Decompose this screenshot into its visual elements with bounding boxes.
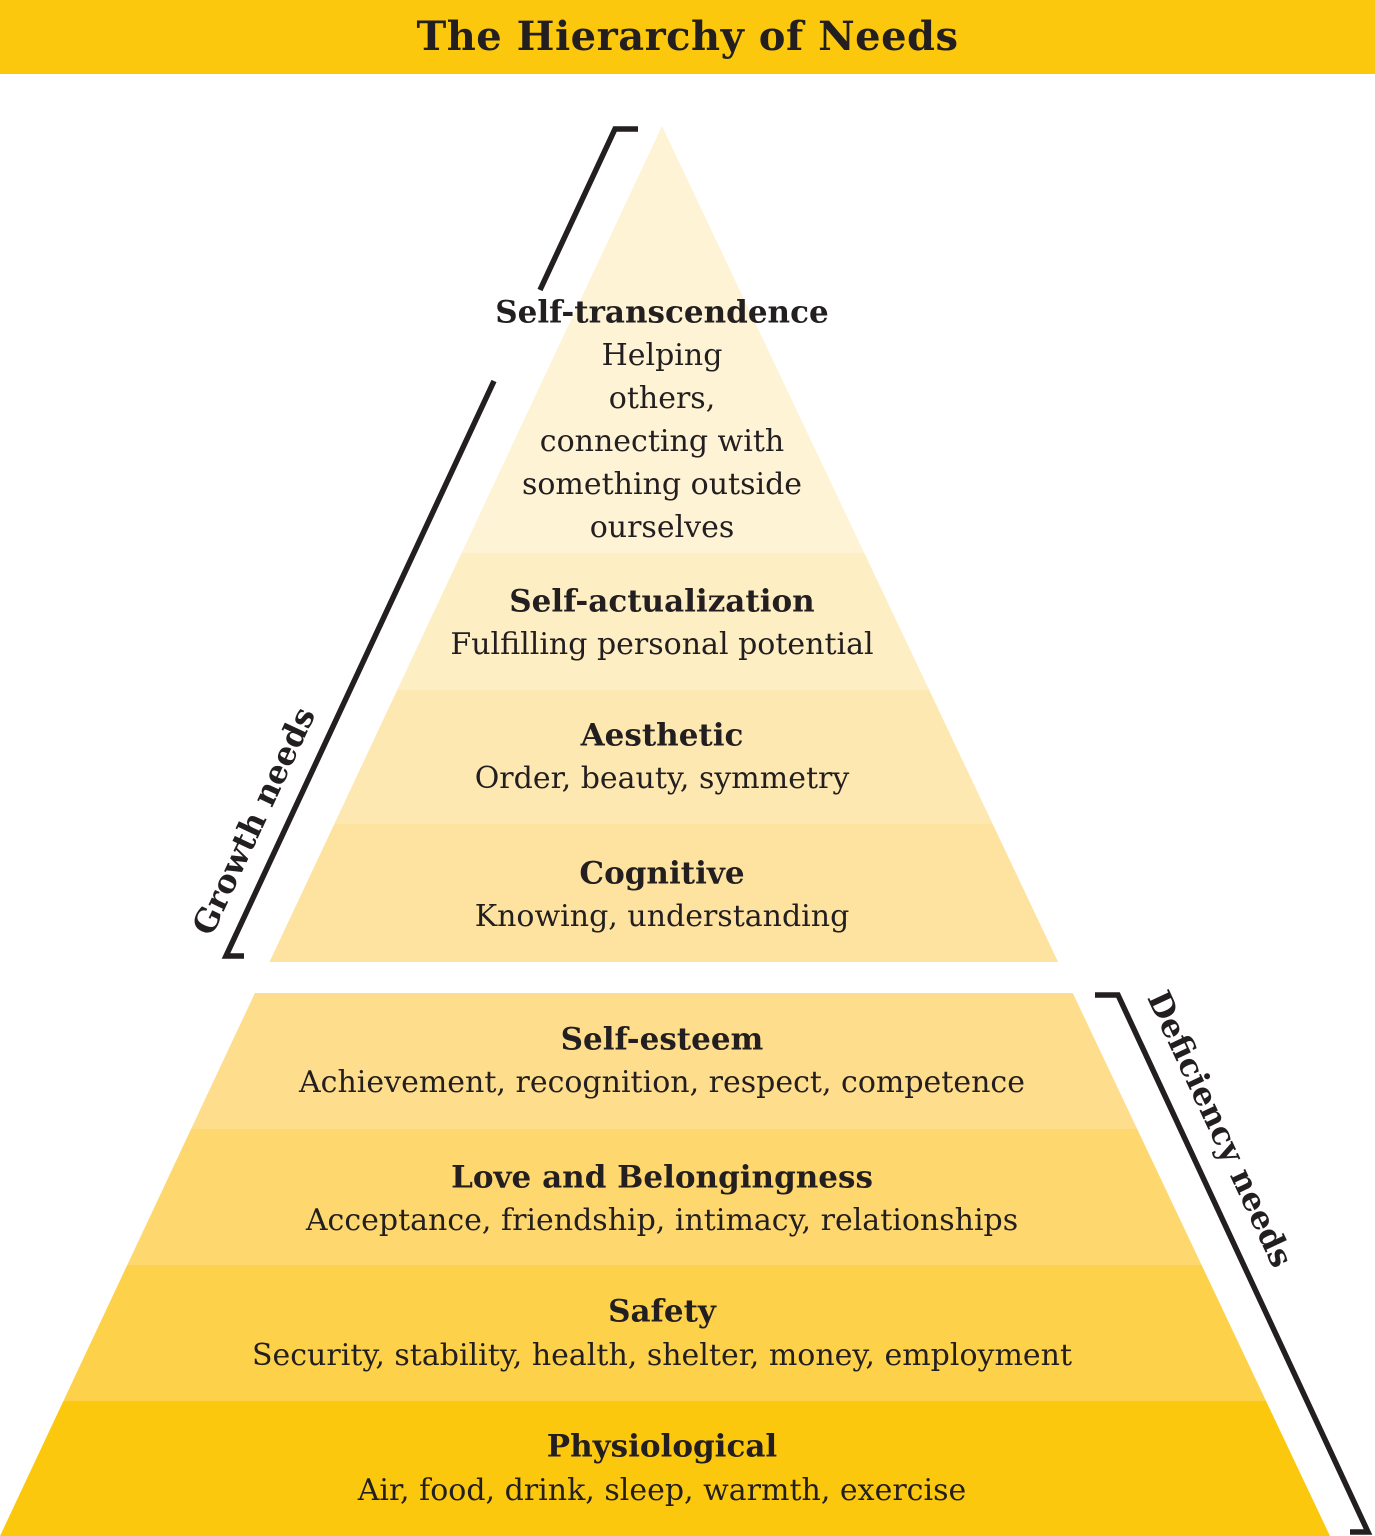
deficiency-bracket [1095,992,1373,1535]
level-description-self-transcendence: something outside [522,467,802,502]
level-description-self-transcendence: Helping [602,338,723,373]
band-cognitive [269,824,1059,962]
level-description-aesthetic: Order, beauty, symmetry [475,761,850,796]
growth-bracket-main-segment [221,379,497,959]
growth-bracket-top-segment [537,126,638,292]
level-description-self-transcendence: connecting with [540,424,784,459]
title-bar: The Hierarchy of Needs [0,0,1375,74]
band-aesthetic [334,690,993,824]
band-self-actualization [397,553,930,690]
level-name-self-esteem: Self-esteem [561,1022,764,1058]
level-description-safety: Security, stability, health, shelter, mo… [252,1338,1072,1373]
level-description-cognitive: Knowing, understanding [475,899,850,934]
level-description-self-transcendence: others, [609,381,715,416]
band-love-and-belongingness [127,1129,1202,1265]
band-safety [63,1265,1267,1401]
level-name-aesthetic: Aesthetic [580,718,744,754]
level-description-self-esteem: Achievement, recognition, respect, compe… [298,1065,1025,1100]
group-brackets [221,126,1373,1535]
page-title: The Hierarchy of Needs [416,12,959,60]
level-name-safety: Safety [608,1294,717,1330]
band-self-transcendence [461,126,865,553]
level-name-physiological: Physiological [547,1429,777,1465]
level-name-cognitive: Cognitive [579,856,744,892]
level-name-self-actualization: Self-actualization [509,584,814,620]
band-self-esteem [191,993,1138,1129]
level-description-self-transcendence: ourselves [590,510,735,545]
pyramid-bands [0,126,1330,1536]
level-name-love-and-belongingness: Love and Belongingness [451,1160,873,1196]
level-description-physiological: Air, food, drink, sleep, warmth, exercis… [357,1473,966,1508]
level-description-self-actualization: Fulfilling personal potential [450,627,873,662]
band-physiological [0,1401,1330,1536]
level-name-self-transcendence: Self-transcendence [495,295,828,331]
level-description-love-and-belongingness: Acceptance, friendship, intimacy, relati… [305,1203,1018,1238]
